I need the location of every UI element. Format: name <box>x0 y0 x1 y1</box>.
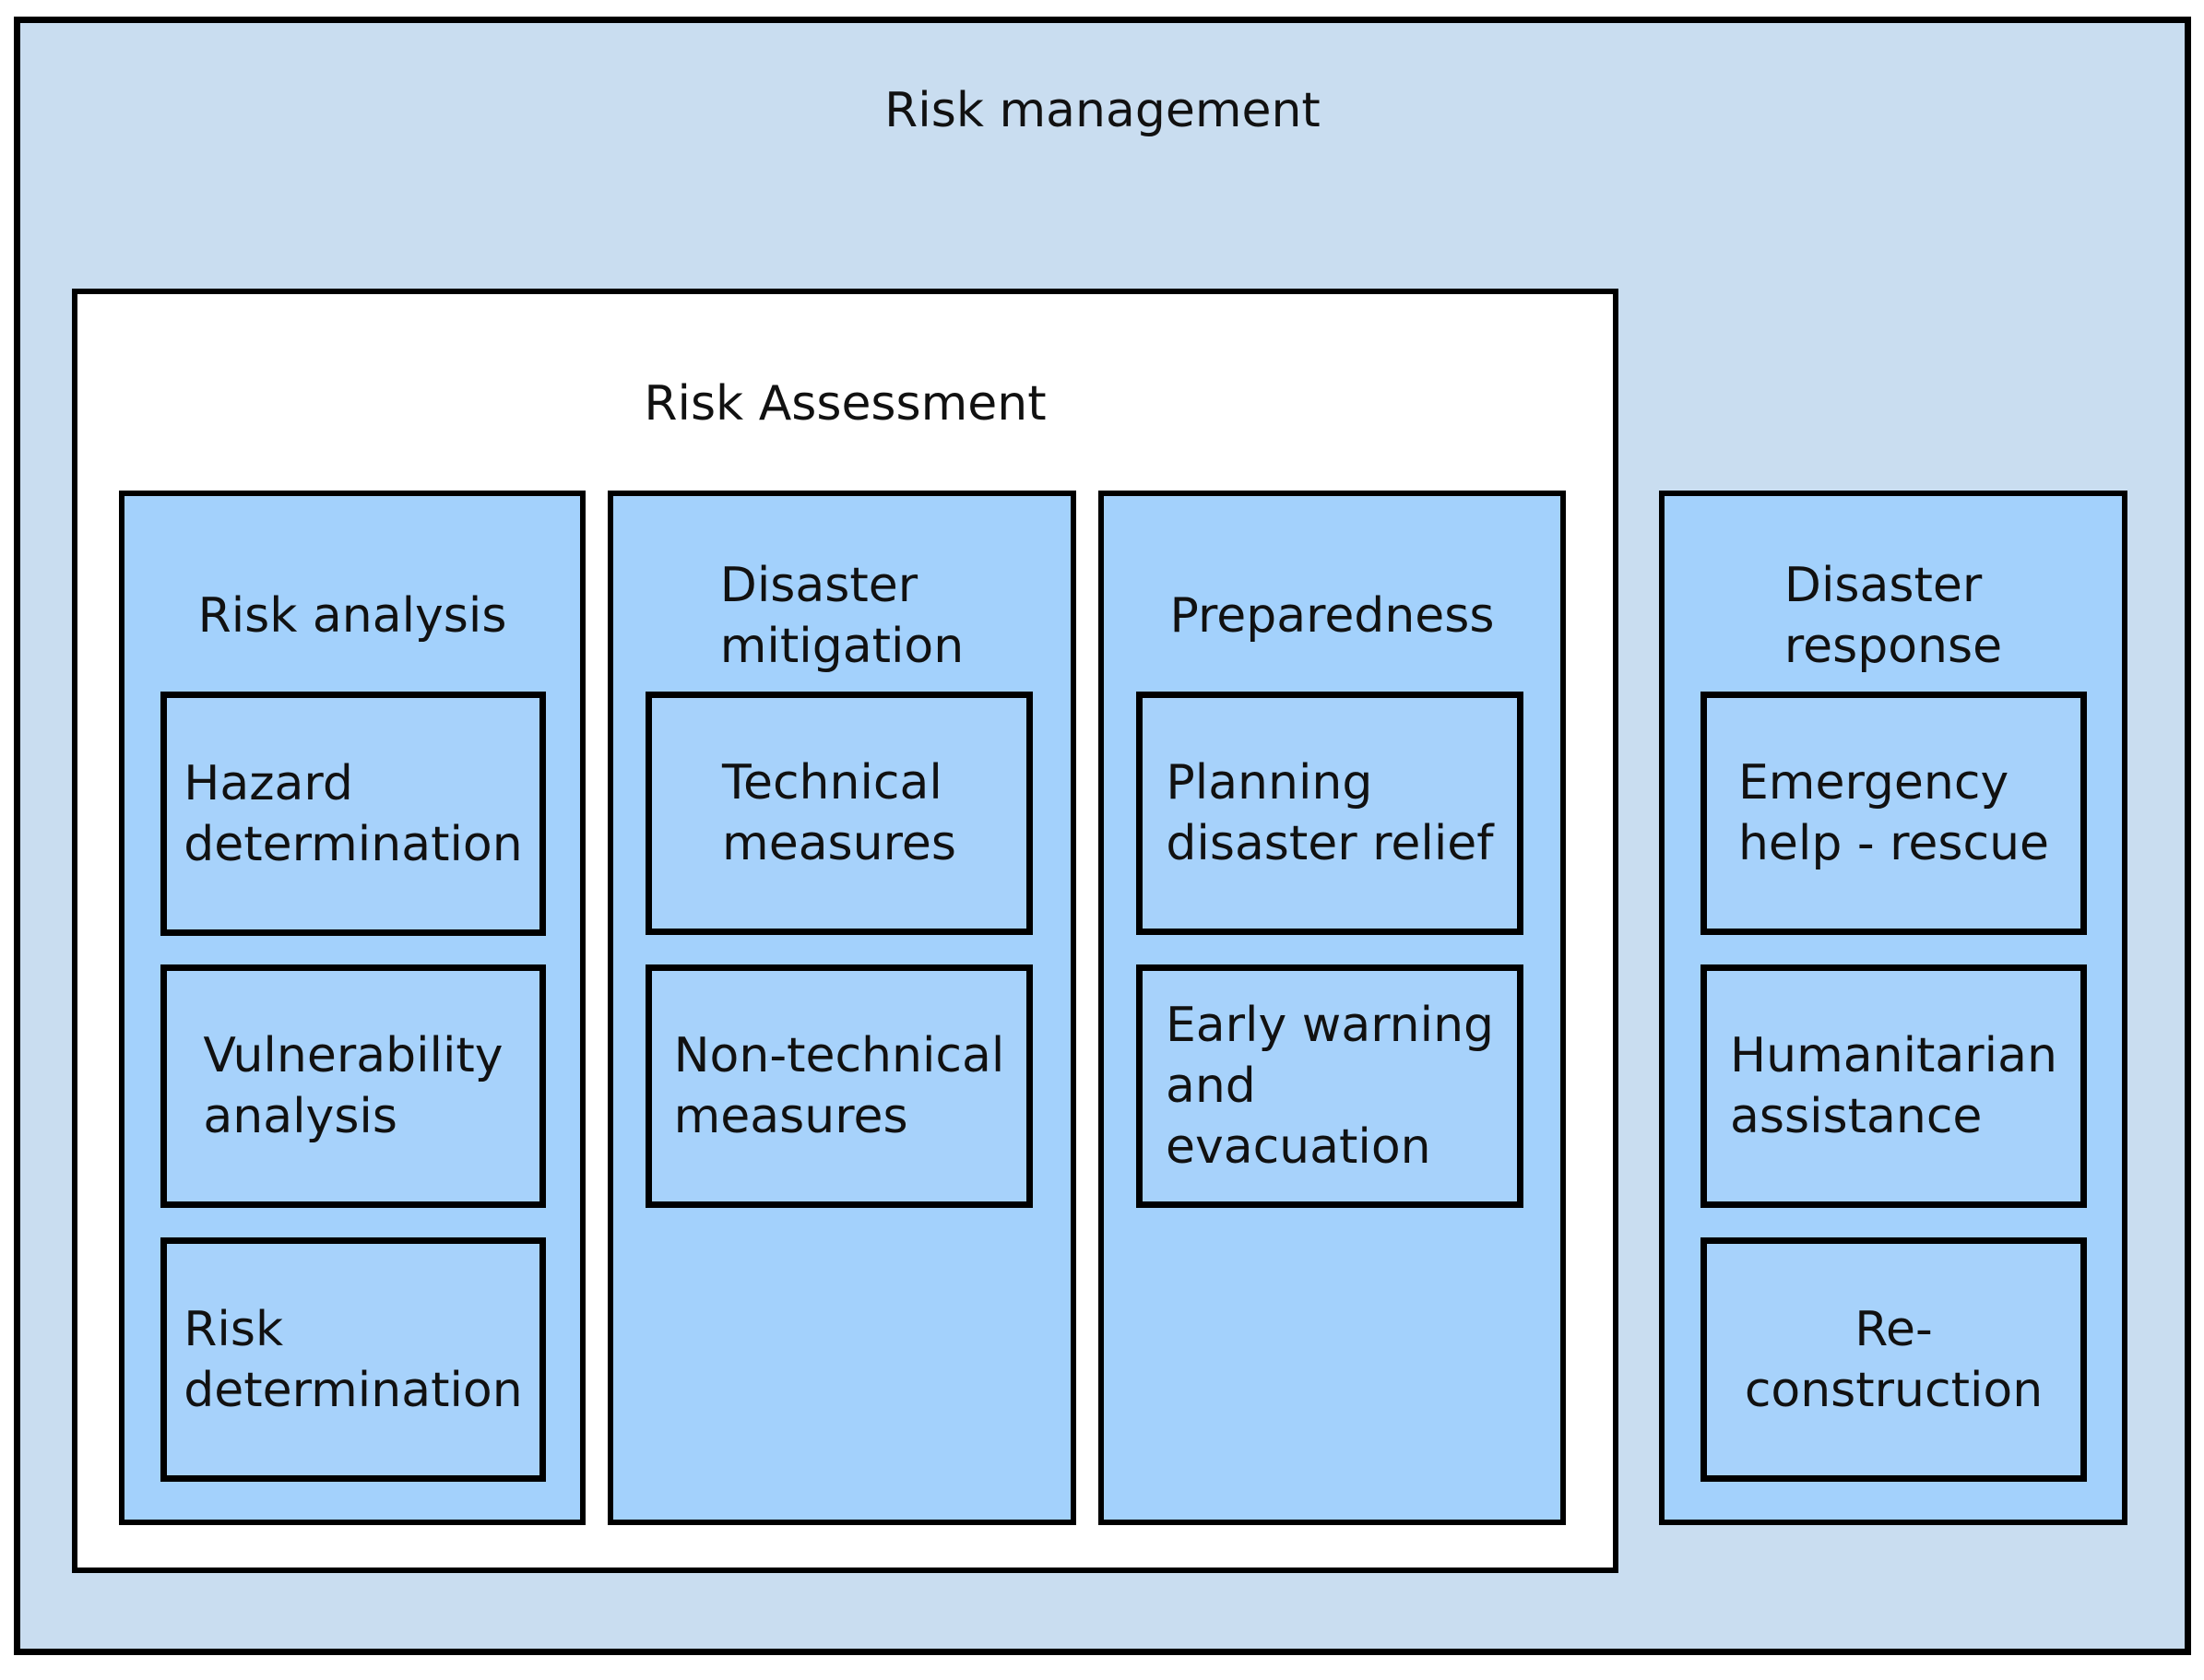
card-risk-determination: Risk determination <box>160 1237 546 1482</box>
column-title: Preparedness <box>1169 588 1495 644</box>
card-label: Non-technical measures <box>673 1028 1005 1144</box>
risk-management-title: Risk management <box>884 83 1321 138</box>
card-label: Hazard determination <box>184 755 523 872</box>
card-early-warning-evacuation: Early warning and evacuation <box>1136 964 1523 1208</box>
card-technical-measures: Technical measures <box>646 692 1033 935</box>
column-title: Disaster mitigation <box>719 558 965 674</box>
card-label: Humanitarian assistance <box>1730 1028 2057 1144</box>
card-label: Early warning and evacuation <box>1165 998 1495 1175</box>
card-label: Emergency help - rescue <box>1737 755 2050 871</box>
card-label: Re- construction <box>1744 1301 2044 1418</box>
card-label: Vulnerability analysis <box>203 1028 504 1144</box>
column-title: Risk analysis <box>197 588 507 644</box>
card-label: Risk determination <box>184 1301 523 1418</box>
card-emergency-help-rescue: Emergency help - rescue <box>1700 692 2087 935</box>
card-non-technical-measures: Non-technical measures <box>646 964 1033 1208</box>
card-reconstruction: Re- construction <box>1700 1237 2087 1482</box>
card-label: Planning disaster relief <box>1166 755 1494 871</box>
card-hazard-determination: Hazard determination <box>160 692 546 936</box>
card-planning-disaster-relief: Planning disaster relief <box>1136 692 1523 935</box>
card-label: Technical measures <box>722 755 956 871</box>
card-humanitarian-assistance: Humanitarian assistance <box>1700 964 2087 1208</box>
column-title: Disaster response <box>1783 558 2003 674</box>
risk-assessment-title: Risk Assessment <box>644 376 1047 432</box>
card-vulnerability-analysis: Vulnerability analysis <box>160 964 546 1208</box>
